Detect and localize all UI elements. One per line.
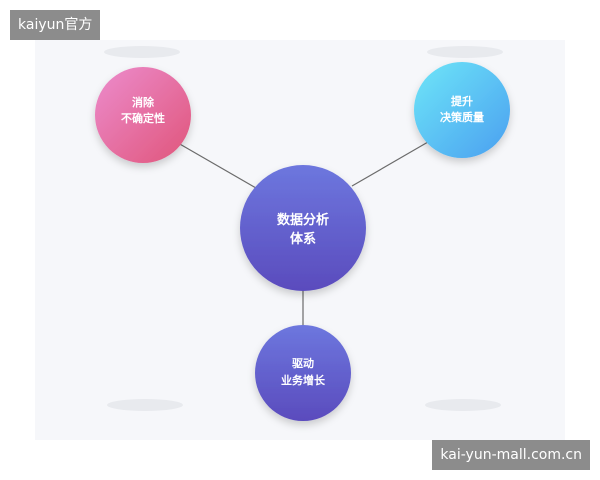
node-top-left-line2: 不确定性 (121, 111, 165, 125)
node-bottom-circle (255, 325, 351, 421)
node-center: 数据分析 体系 (240, 165, 366, 291)
node-top-right-line1: 提升 (451, 94, 473, 108)
node-top-right-circle (414, 62, 510, 158)
node-top-left-line1: 消除 (132, 95, 155, 109)
node-top-left-circle (95, 67, 191, 163)
connector-top-left (177, 142, 257, 189)
node-top-right-line2: 决策质量 (440, 110, 484, 124)
connector-top-right (351, 141, 429, 187)
node-top-left: 消除 不确定性 (95, 67, 191, 163)
floor-shadow-top-left (104, 46, 180, 58)
floor-shadow-top-right (427, 46, 503, 58)
node-center-line2: 体系 (290, 231, 316, 247)
floor-shadow-bottom-right (425, 399, 501, 411)
watermark-bottom-right: kai-yun-mall.com.cn (432, 440, 590, 470)
floor-shadow-bottom-left (107, 399, 183, 411)
node-bottom: 驱动 业务增长 (255, 325, 351, 421)
node-bottom-line2: 业务增长 (281, 373, 326, 387)
watermark-top-left: kaiyun官方 (10, 10, 101, 40)
node-center-line1: 数据分析 (277, 212, 329, 228)
node-center-circle (240, 165, 366, 291)
node-bottom-line1: 驱动 (292, 356, 314, 370)
node-top-right: 提升 决策质量 (414, 62, 510, 158)
